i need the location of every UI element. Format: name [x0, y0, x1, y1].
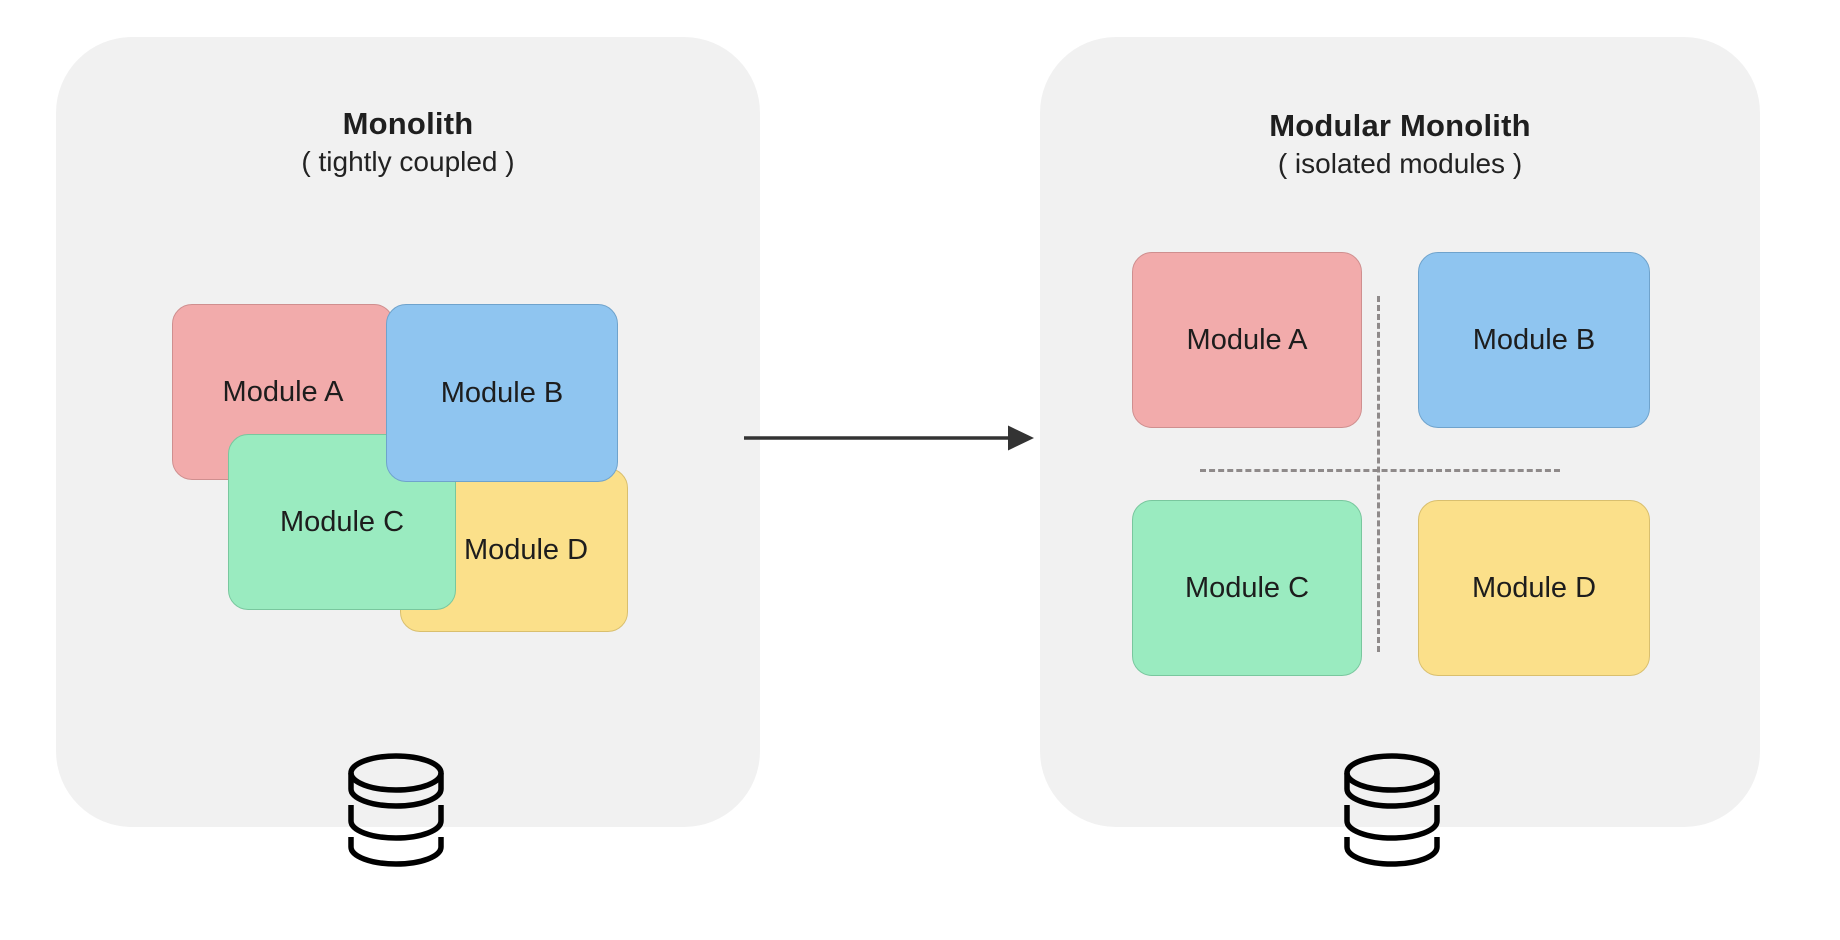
panel-modular-title-text: Modular Monolith: [1269, 108, 1531, 143]
modular-module-a-label: Module A: [1186, 323, 1308, 356]
module-divider-vertical: [1377, 296, 1380, 652]
modular-module-b-label: Module B: [1472, 323, 1596, 356]
modular-module-d[interactable]: Module D: [1418, 500, 1650, 676]
monolith-module-c-label: Module C: [279, 505, 405, 538]
monolith-module-a-label: Module A: [222, 375, 344, 408]
monolith-module-d-label: Module D: [463, 533, 589, 566]
modular-module-b[interactable]: Module B: [1418, 252, 1650, 428]
panel-modular-subtitle-text: ( isolated modules ): [1277, 147, 1523, 179]
modular-module-c-label: Module C: [1184, 571, 1310, 604]
panel-monolith-title: Monolith ( tightly coupled ): [56, 106, 760, 182]
modular-module-c[interactable]: Module C: [1132, 500, 1362, 676]
monolith-module-b-label: Module B: [440, 376, 564, 409]
panel-monolith-subtitle-text: ( tightly coupled ): [301, 145, 515, 177]
modular-module-a[interactable]: Module A: [1132, 252, 1362, 428]
monolith-module-b[interactable]: Module B: [386, 304, 618, 482]
transformation-arrow-icon: [744, 425, 1034, 451]
panel-modular-monolith: Modular Monolith ( isolated modules ): [1040, 37, 1760, 827]
database-cylinder-icon: [348, 753, 444, 867]
panel-modular-title: Modular Monolith ( isolated modules ): [1040, 108, 1760, 184]
module-divider-horizontal: [1200, 469, 1560, 472]
panel-monolith-title-text: Monolith: [342, 106, 474, 141]
database-cylinder-icon: [1344, 753, 1440, 867]
modular-module-d-label: Module D: [1471, 571, 1597, 604]
monolith-module-c[interactable]: Module C: [228, 434, 456, 610]
